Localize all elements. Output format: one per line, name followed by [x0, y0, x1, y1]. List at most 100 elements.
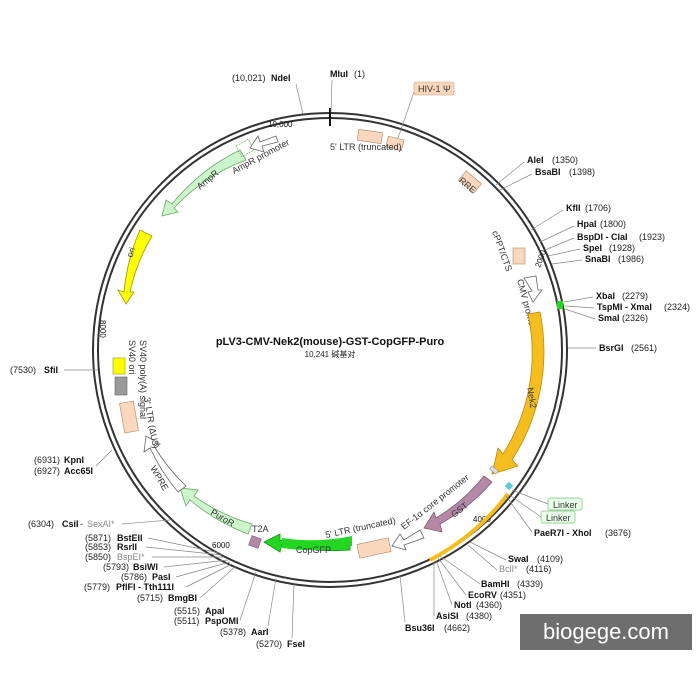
sv40pa-box: [112, 357, 126, 375]
site-bcl-leader: [467, 544, 498, 571]
tick-4000: 4000: [473, 515, 491, 524]
ltr5-box-1: [356, 129, 383, 144]
plasmid-size: 10,241 碱基对: [305, 349, 356, 359]
cppt-box: [512, 247, 526, 265]
hiv-psi-leader: [397, 91, 415, 139]
site-paer-pos: (3676): [605, 528, 631, 538]
site-hpa-pos: (1800): [600, 219, 626, 229]
site-sma-leader: [564, 308, 596, 320]
site-tspm-leader: [564, 305, 595, 309]
site-bcl-pos: (4116): [526, 564, 551, 574]
site-swa-name: SwaI: [508, 554, 529, 564]
site-hpa-name: HpaI: [577, 219, 597, 229]
t2a-label: T2A: [252, 524, 269, 534]
site-rsr-leader: [145, 546, 223, 556]
site-bmgb-pos: (5715): [137, 593, 163, 603]
ori-label: ori: [124, 246, 137, 259]
site-bsab-pos: (1398): [569, 167, 595, 177]
site-sfi-name: SfiI: [44, 365, 58, 375]
site-hpa-leader: [539, 225, 575, 243]
site-ecorv-name: EcoRV: [468, 590, 497, 600]
site-ale-leader: [495, 161, 525, 186]
site-nde-pos: (10,021): [232, 73, 266, 83]
nek2-arrow: [491, 311, 545, 475]
site-fse-pos: (5270): [256, 639, 282, 649]
site-pas-leader: [175, 561, 231, 578]
ef1a-arrow: [391, 529, 425, 551]
site-bste-pos: (5871): [85, 533, 111, 543]
copgfp-label: CopGFP: [296, 545, 331, 555]
ori-arrow: [117, 229, 153, 305]
ltr5b-label: 5' LTR (truncated): [324, 515, 396, 540]
site-bsu-name: Bsu36I: [405, 623, 435, 633]
site-mlu-pos: (1): [354, 69, 365, 79]
site-paer-name: PaeR7I - XhoI: [534, 528, 592, 538]
site-mlu-name: MluI: [330, 69, 348, 79]
insert-band: [429, 492, 510, 562]
site-nde-leader: [295, 83, 304, 115]
site-pflf-leader: [185, 563, 233, 588]
site-bspe-name: BspEI*: [117, 552, 145, 562]
nek2-label: Nek2: [525, 387, 538, 409]
site-not-leader: [435, 559, 453, 606]
tick-8000: 8000: [98, 320, 107, 338]
site-xba-pos: (2279): [622, 291, 648, 301]
linker-leader-1: [511, 489, 549, 505]
site-ecorv-leader: [437, 557, 467, 596]
cmv-promoter-arrow: [523, 275, 543, 303]
tick-10000: 10,000: [268, 120, 293, 129]
sv40ori-label: SV40 ori: [127, 340, 137, 375]
puror-arrow: [179, 487, 253, 535]
site-snab-name: SnaBI: [585, 254, 611, 264]
site-aar-name: AarI: [251, 627, 269, 637]
site-spe-name: SpeI: [583, 243, 602, 253]
plasmid-title: pLV3-CMV-Nek2(mouse)-GST-CopGFP-Puro: [216, 336, 445, 348]
site-asis-name: AsiSI: [436, 611, 459, 621]
ampr-promoter-arrow: [249, 135, 279, 153]
site-bspd-pos: (1923): [639, 232, 665, 242]
site-bcl-name: BclI*: [499, 564, 518, 574]
xba-mark: [557, 301, 563, 309]
site-kfl-pos: (1706): [585, 203, 611, 213]
site-csi-leader: [121, 519, 171, 525]
site-kpn-name: KpnI: [64, 455, 84, 465]
site-spe-pos: (1928): [609, 243, 635, 253]
site-swa-leader: [469, 541, 507, 561]
site-pas-pos: (5786): [121, 572, 147, 582]
site-pspom-pos: (5511): [174, 616, 199, 626]
site-ale-name: AleI: [527, 155, 544, 165]
site-kpn-leader: [95, 449, 113, 467]
sv40ori-box: [114, 376, 128, 396]
site-rsr-pos: (5853): [85, 542, 111, 552]
site-kpn-pos: (6931): [34, 455, 60, 465]
rre-box: [458, 170, 482, 194]
site-xba-name: XbaI: [596, 291, 615, 301]
site-bsiw-name: BsiWI: [133, 562, 158, 572]
site-paer-leader: [505, 495, 533, 533]
site-tspm-name: TspMI - XmaI: [597, 302, 652, 312]
site-apa-name: ApaI: [205, 606, 225, 616]
site-fse-name: FseI: [287, 639, 305, 649]
site-pspom-name: PspOMI: [205, 616, 239, 626]
copgfp-body: [282, 536, 352, 551]
linker-mark-1: [504, 481, 514, 491]
site-not-pos: (4360): [476, 600, 502, 610]
site-sfi-pos: (7530): [10, 365, 36, 375]
site-bste-name: BstEII: [117, 533, 143, 543]
sv40pa-label: SV40 poly(A) signal: [138, 340, 148, 419]
site-aar-pos: (5378): [220, 627, 246, 637]
site-not-name: NotI: [454, 600, 472, 610]
linker-label-1: Linker: [553, 500, 578, 510]
site-bspd-leader: [544, 237, 575, 251]
site-rsr-name: RsrII: [117, 542, 137, 552]
site-fse-leader: [291, 581, 295, 639]
ampr-dash: [235, 138, 255, 158]
puror-label: PuroR: [209, 507, 237, 529]
site-asis-pos: (4380): [466, 611, 492, 621]
site-bsrg-pos: (2561): [631, 343, 657, 353]
site-csi-sep: -: [80, 519, 83, 529]
site-ecorv-pos: (4351): [500, 590, 526, 600]
site-mlu-leader: [330, 79, 333, 113]
ltr5-label: 5' LTR (truncated): [330, 142, 402, 152]
